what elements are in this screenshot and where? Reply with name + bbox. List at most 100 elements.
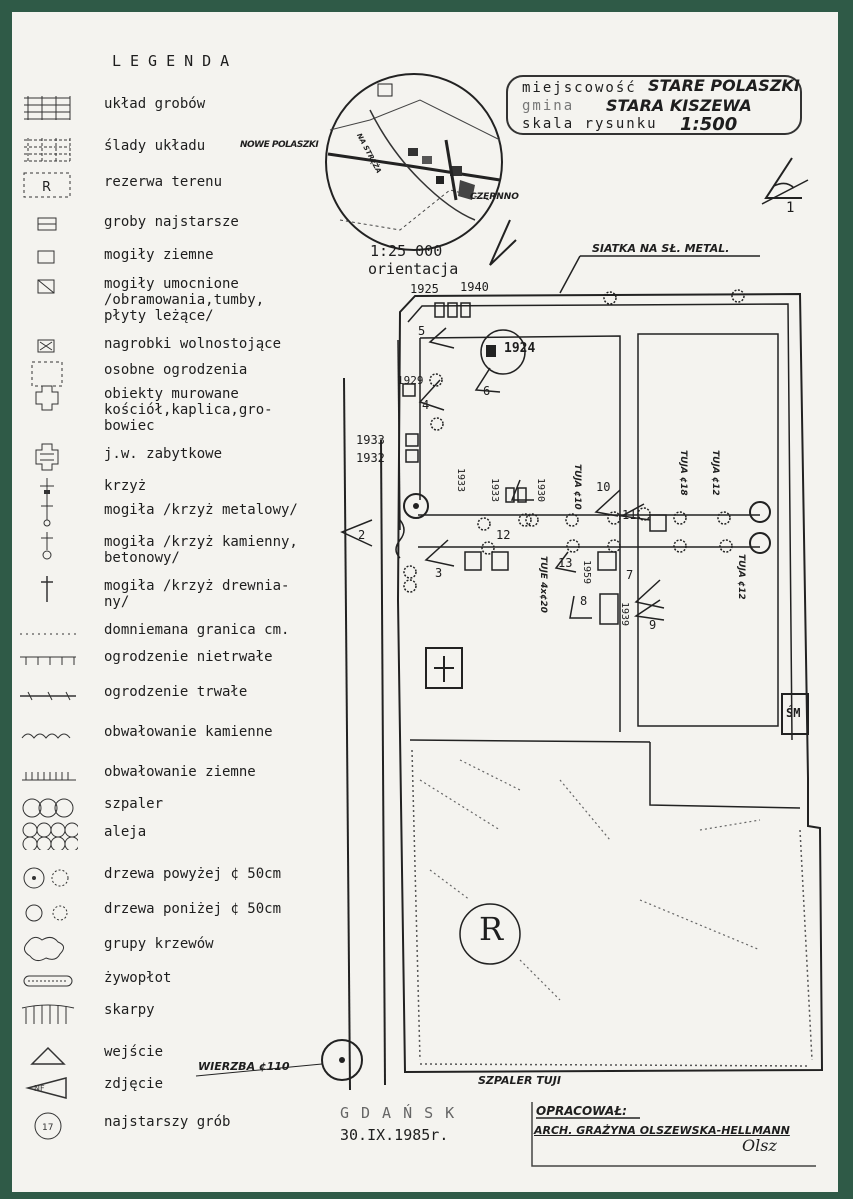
- year-label: 1933: [356, 433, 385, 447]
- large-tree-icon: [23, 867, 69, 889]
- year-label: 1940: [460, 280, 489, 294]
- large-tree-icon: [749, 532, 771, 554]
- legend-label: ogrodzenie trwałe: [104, 684, 248, 700]
- permanent-fence-icon: [20, 691, 76, 701]
- shrub-group-icon: [24, 936, 64, 962]
- legend-label: mogiły umocnione /obramowania,tumby, pły…: [104, 276, 265, 324]
- photo-icon: NF: [25, 1077, 67, 1099]
- legend-row: drzewa powyżej ¢ 50cm: [18, 862, 348, 892]
- orientation-inset: [325, 73, 517, 266]
- photo-number: 4: [422, 398, 430, 412]
- legend-label: j.w. zabytkowe: [104, 446, 223, 462]
- small-tree-icon: [673, 511, 687, 525]
- reserve-area-icon: R: [23, 172, 71, 198]
- stone-cross-grave-icon: [41, 532, 53, 560]
- north-arrow-icon: [761, 157, 809, 205]
- gmina-label: gmina: [522, 98, 575, 114]
- tombstone-icon: [37, 339, 55, 353]
- legend-label: obwałowanie ziemne: [104, 764, 256, 780]
- oldest-symbol-text: 17: [42, 1123, 53, 1133]
- legend-row: mogiły umocnione /obramowania,tumby, pły…: [18, 272, 348, 324]
- legend-label: rezerwa terenu: [104, 174, 223, 190]
- village-east-label: CZERNNO: [470, 192, 519, 202]
- photo-number: 7: [626, 568, 634, 582]
- legend-row: skarpy: [18, 998, 348, 1028]
- small-tree-icon: [731, 289, 745, 303]
- oldest-grave-icon: 17: [34, 1112, 62, 1140]
- small-tree-icon: [566, 539, 580, 553]
- legend-row: aleja: [18, 820, 348, 850]
- historic-building-icon: [35, 443, 59, 471]
- legend-label: obwałowanie kamienne: [104, 724, 273, 740]
- small-tree-icon: [607, 539, 621, 553]
- reinforced-grave-icon: [37, 279, 55, 294]
- large-tree-icon: [403, 493, 429, 519]
- title-block-frame: [506, 75, 802, 135]
- legend-label: ślady układu: [104, 138, 206, 154]
- small-tree-icon: [607, 511, 621, 525]
- small-tree-icon: [673, 539, 687, 553]
- small-tree-icon: [565, 513, 579, 527]
- legend-label: mogiły ziemne: [104, 247, 214, 263]
- legend-label: groby najstarsze: [104, 214, 239, 230]
- year-label: 1932: [356, 451, 385, 465]
- village-west-label: NOWE POLASZKI: [240, 140, 319, 150]
- legend-label: zdjęcie: [104, 1076, 164, 1092]
- metal-cross-grave-icon: [41, 500, 53, 527]
- prepared-by-frame: [531, 1102, 816, 1167]
- small-tree-icon: [637, 507, 651, 521]
- brick-building-icon: [35, 385, 59, 411]
- legend-row: obwałowanie kamienne: [18, 720, 348, 750]
- photo-number: 5: [418, 324, 426, 338]
- legend-label: osobne ogrodzenia: [104, 362, 248, 378]
- legend-row: wejście: [18, 1040, 348, 1070]
- plot-east: [637, 333, 779, 727]
- photo-number: 8: [580, 594, 588, 608]
- sm-mark: ŚM: [786, 706, 801, 720]
- legend-row: ślady układu: [18, 134, 348, 164]
- legend-row: drzewa poniżej ¢ 50cm: [18, 897, 348, 927]
- legend-label: nagrobki wolnostojące: [104, 336, 282, 352]
- photo-number: 3: [435, 566, 443, 580]
- legend-label: mogiła /krzyż drewnia- ny/: [104, 578, 290, 610]
- legend-row: ogrodzenie nietrwałe: [18, 645, 348, 675]
- oldest-graves-icon: [37, 217, 57, 231]
- legend-label: mogiła /krzyż kamienny, betonowy/: [104, 534, 298, 566]
- entrance-icon: [340, 519, 373, 547]
- photo-number: 2: [358, 528, 366, 542]
- hedge-icon: [23, 975, 73, 987]
- author-name: ARCH. GRAŻYNA OLSZEWSKA-HELLMANN: [534, 1124, 790, 1137]
- legend-label: układ grobów: [104, 96, 206, 112]
- legend-label: szpaler: [104, 796, 164, 812]
- legend-label: domniemana granica cm.: [104, 622, 290, 638]
- footer-city: GDAŃSK: [340, 1104, 467, 1122]
- legend-label: aleja: [104, 824, 147, 840]
- oldest-grave-circle: [480, 329, 526, 375]
- legend-row: groby najstarsze: [18, 210, 348, 240]
- map-sheet: [12, 12, 838, 1192]
- grave-traces-icon: [24, 138, 71, 162]
- small-tree-icon: [719, 539, 733, 553]
- entrance-icon: [30, 1046, 66, 1065]
- photo-number: 10: [596, 480, 611, 494]
- small-tree-icon: [403, 579, 417, 593]
- scale-value: 1:500: [680, 114, 738, 135]
- legend-row: NF zdjęcie: [18, 1072, 348, 1102]
- place-value: STARE POLASZKI: [648, 76, 800, 95]
- legend-label: wejście: [104, 1044, 164, 1060]
- legend-row: żywopłot: [18, 966, 348, 996]
- small-tree-icon: [603, 291, 617, 305]
- reserve-circle: [459, 903, 521, 965]
- legend-label: krzyż: [104, 478, 147, 494]
- legend-label: skarpy: [104, 1002, 155, 1018]
- legend-label: grupy krzewów: [104, 936, 214, 952]
- small-tree-icon: [477, 517, 491, 531]
- small-tree-icon: [525, 513, 539, 527]
- stone-embankment-icon: [21, 733, 71, 739]
- north-number: 1: [786, 200, 795, 216]
- legend-label: ogrodzenie nietrwałe: [104, 649, 273, 665]
